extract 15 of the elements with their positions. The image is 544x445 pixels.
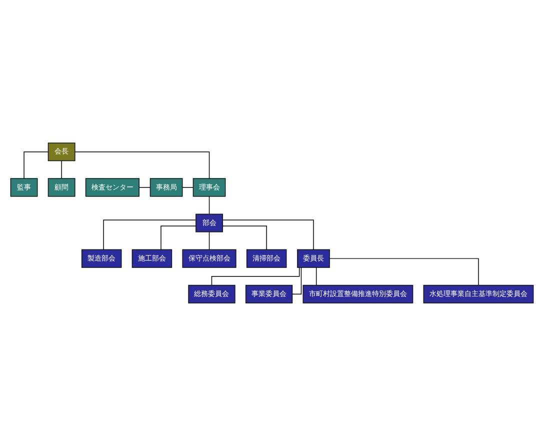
connector — [329, 258, 479, 286]
connector — [61, 160, 62, 178]
connector — [222, 219, 314, 250]
connector — [316, 266, 317, 285]
connector — [208, 196, 210, 214]
connector — [103, 219, 196, 250]
connector — [208, 231, 210, 250]
connector — [138, 186, 151, 188]
connector — [160, 225, 196, 250]
connector — [182, 186, 194, 188]
connector — [24, 151, 49, 178]
connector — [222, 225, 267, 250]
connector — [292, 266, 302, 294]
connector — [74, 151, 210, 178]
connector — [211, 266, 300, 285]
